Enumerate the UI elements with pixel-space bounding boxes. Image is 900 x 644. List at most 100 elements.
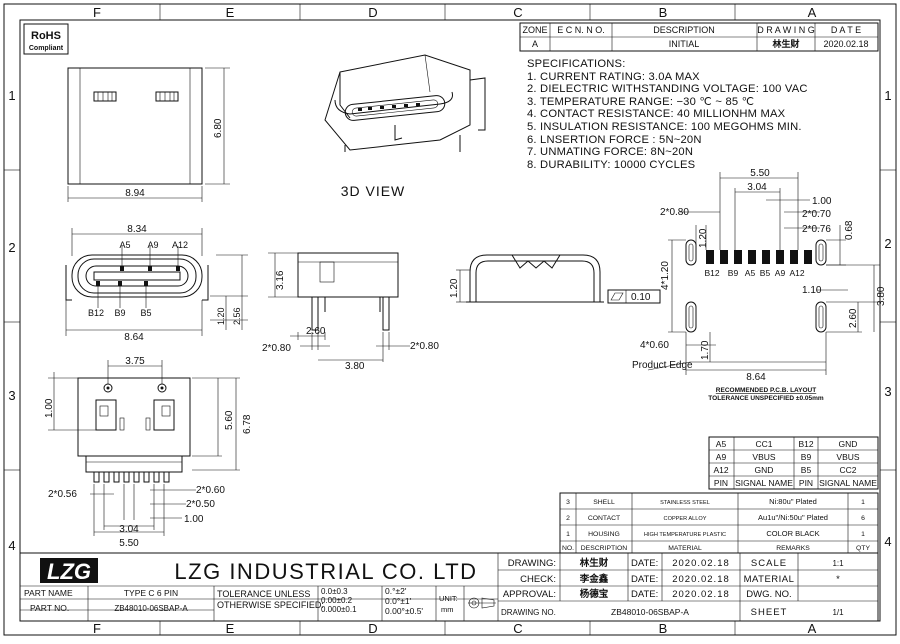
bom-cell: 1	[861, 499, 865, 506]
tolerance-3: 0.000±0.1	[321, 605, 357, 614]
dim-mid-h1: 1.20	[216, 307, 226, 325]
bot-dim-060: 2*0.60	[196, 485, 225, 496]
logo-text: LZG	[47, 559, 91, 584]
rev-zone: A	[532, 39, 538, 49]
bom-cell: Au1u"/Ni:50u" Plated	[758, 513, 828, 522]
dwgno-label: DWG. NO.	[746, 589, 791, 600]
date-label: DATE:	[631, 574, 658, 585]
col-label: B	[659, 5, 668, 20]
row-label: 2	[8, 240, 15, 255]
product-edge-label: Product Edge	[632, 360, 693, 371]
drawing-label: DRAWING:	[508, 558, 556, 569]
bom-cell: HOUSING	[588, 531, 620, 538]
pcb-pin: B12	[704, 268, 719, 278]
sig-cell: SIGNAL NAME	[819, 478, 877, 488]
pcb-pin: A12	[789, 268, 804, 278]
bom-cell: SHELL	[593, 499, 615, 506]
dim-mid-width2: 8.64	[124, 332, 144, 343]
pcb-dim-170: 1.70	[700, 340, 711, 360]
row-label: 4	[8, 538, 15, 553]
company-logo: LZG	[40, 558, 98, 584]
scale-value: 1:1	[832, 559, 844, 568]
sig-cell: PIN	[799, 478, 813, 488]
col-label: E	[226, 5, 235, 20]
material-value: *	[836, 574, 840, 585]
pcb-layout: B12 B9 A5 B5 A9 A12	[632, 168, 887, 402]
pcb-dim-110: 1.10	[802, 285, 822, 296]
col-label: C	[513, 5, 522, 20]
pin-label-b9: B9	[114, 308, 125, 318]
material-label: MATERIAL	[744, 574, 795, 585]
rev-header: ZONE	[522, 25, 547, 35]
date-value: 2020.02.18	[672, 589, 730, 600]
row-label: 1	[8, 88, 15, 103]
pcb-dim-260: 2.60	[848, 308, 859, 328]
drawing-no-label: DRAWING NO.	[501, 608, 556, 617]
bom-cell: DESCRIPTION	[581, 545, 628, 552]
pin-label-a12: A12	[172, 240, 188, 250]
bot-dim-375: 3.75	[125, 356, 145, 367]
check-label: CHECK:	[520, 574, 556, 585]
dim-mid-h2: 2.56	[232, 307, 242, 325]
col-label: D	[368, 5, 377, 20]
col-label: D	[368, 621, 377, 636]
bom-cell: HIGH TEMPERATURE PLASTIC	[644, 532, 726, 538]
bom-cell: COLOR BLACK	[766, 529, 819, 538]
revision-table: ZONE E C N. N O. DESCRIPTION D R A W I N…	[519, 22, 879, 52]
col-label: E	[226, 621, 235, 636]
pin-label-b5: B5	[140, 308, 151, 318]
tolerance-label-1: TOLERANCE UNLESS	[217, 589, 310, 599]
rev-header: E C N. N O.	[557, 25, 605, 35]
dim-side-height: 3.16	[275, 270, 286, 290]
date-value: 2020.02.18	[672, 574, 730, 585]
bom-cell: NO.	[562, 545, 574, 552]
sig-cell: B12	[798, 439, 813, 449]
approval-label: APPROVAL:	[503, 589, 556, 600]
pcb-pin: B9	[728, 268, 739, 278]
bot-dim-056: 2*0.56	[48, 489, 77, 500]
unit-value: mm	[441, 605, 454, 614]
bom-cell: REMARKS	[776, 545, 810, 552]
sheet-label: SHEET	[751, 607, 788, 618]
row-label: 1	[884, 88, 891, 103]
shell-profile-view: 1.20 0.10	[449, 254, 661, 304]
check-name: 李金鑫	[579, 573, 609, 585]
sig-cell: PIN	[714, 478, 728, 488]
tolerance-1: 0.0±0.3	[321, 587, 348, 596]
angle-tol-2: 0.0°±1'	[385, 596, 412, 606]
angle-tol-1: 0.°±2'	[385, 586, 407, 596]
spec-item: 4. CONTACT RESISTANCE: 40 MILLIONHM MAX	[527, 108, 786, 121]
col-label: F	[93, 621, 101, 636]
sig-cell: VBUS	[752, 452, 775, 462]
bom-cell: CONTACT	[588, 515, 620, 522]
bot-dim-550: 5.50	[119, 538, 139, 549]
bom-cell: STAINLESS STEEL	[660, 500, 710, 506]
iso-view: 3D VIEW	[324, 54, 486, 199]
bom-cell: 2	[566, 515, 570, 522]
rev-description: INITIAL	[669, 39, 700, 49]
sig-cell: GND	[839, 439, 858, 449]
sig-cell: A12	[713, 465, 728, 475]
side-view: 3.16 2.60 2*0.80 3.80 2*0.80	[262, 252, 439, 372]
date-label: DATE:	[631, 589, 658, 600]
spec-item: 2. DIELECTRIC WITHSTANDING VOLTAGE: 100 …	[527, 83, 808, 96]
pcb-pin: A9	[775, 268, 786, 278]
rev-drawing: 林生财	[772, 38, 799, 49]
compliant-text: Compliant	[29, 45, 64, 52]
spec-item: 5. INSULATION RESISTANCE: 100 MEGOHMS MI…	[527, 120, 802, 133]
pcb-dim-120: 1.20	[698, 228, 709, 248]
tolerance-2: 0.00±0.2	[321, 596, 353, 605]
col-label: B	[659, 621, 668, 636]
spec-item: 3. TEMPERATURE RANGE: −30 ℃ ~ 85 ℃	[527, 95, 755, 108]
sig-cell: A9	[716, 452, 727, 462]
spec-item: 8. DURABILITY: 10000 CYCLES	[527, 158, 696, 171]
receptacle-face-view: 8.34 A5 A9 A12 B12 B9 B5 8.64 1.20 2.56	[65, 224, 248, 343]
rev-date: 2020.02.18	[823, 39, 868, 49]
bottom-view: 3.75 1.00 5.60 6.78 2*0.56 2*0.60 2*0.50…	[44, 356, 253, 549]
sig-cell: CC2	[839, 465, 856, 475]
sig-cell: GND	[755, 465, 774, 475]
bom-cell: Ni:80u" Plated	[769, 497, 817, 506]
dim-side-w2: 2*0.80	[262, 343, 291, 354]
